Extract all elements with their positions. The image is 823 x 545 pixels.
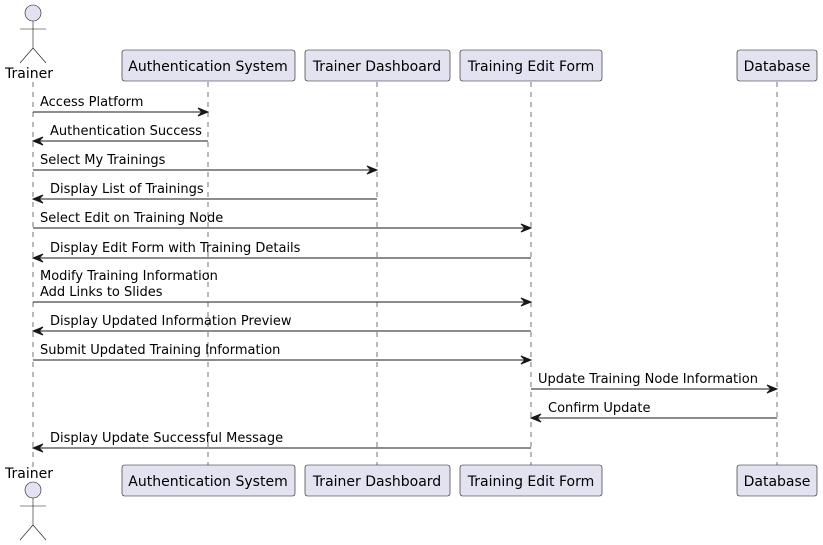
arrow-head-icon: [520, 297, 533, 307]
arrow-head-icon: [529, 413, 542, 423]
arrow-head-icon: [31, 326, 44, 336]
message-label: Display Update Successful Message: [50, 431, 283, 446]
lifelines: [32, 82, 778, 468]
message-label: Select Edit on Training Node: [40, 211, 223, 226]
message-label: Confirm Update: [548, 401, 650, 416]
actor-label-top: Trainer: [4, 66, 53, 82]
participant-label: Training Edit Form: [467, 59, 595, 75]
participant-auth-bottom: Authentication System: [121, 464, 296, 497]
arrow-head-icon: [197, 107, 210, 117]
arrow-head-icon: [31, 194, 44, 204]
participant-database-bottom: Database: [736, 464, 818, 497]
arrow-head-icon: [31, 136, 44, 146]
message-6: Display Edit Form with Training Details: [31, 241, 531, 263]
message-label: Access Platform: [40, 95, 143, 110]
actor-label-bottom: Trainer: [4, 466, 53, 482]
participant-dashboard-bottom: Trainer Dashboard: [304, 464, 451, 497]
message-12: Display Update Successful Message: [31, 431, 531, 453]
message-1: Access Platform: [33, 95, 210, 117]
actor-figure-icon: [19, 4, 47, 64]
message-9: Submit Updated Training Information: [33, 343, 533, 365]
message-label: Submit Updated Training Information: [40, 343, 280, 358]
participant-label: Database: [744, 474, 811, 490]
participant-label: Database: [744, 59, 811, 75]
message-10: Update Training Node Information: [531, 372, 779, 394]
message-label: Modify Training Information: [40, 269, 218, 284]
participant-database-top: Database: [736, 49, 818, 82]
arrow-head-icon: [520, 355, 533, 365]
message-label: Display Updated Information Preview: [50, 314, 292, 329]
arrow-head-icon: [31, 443, 44, 453]
message-5: Select Edit on Training Node: [33, 211, 533, 233]
participant-auth-top: Authentication System: [121, 49, 296, 82]
message-8: Display Updated Information Preview: [31, 314, 531, 336]
message-label: Display List of Trainings: [50, 182, 204, 197]
participant-editform-bottom: Training Edit Form: [459, 464, 603, 497]
message-label: Add Links to Slides: [40, 285, 163, 300]
message-label: Authentication Success: [50, 124, 202, 139]
arrow-head-icon: [31, 253, 44, 263]
participant-label: Trainer Dashboard: [312, 474, 441, 490]
actor-figure-icon: [19, 481, 47, 541]
actor-trainer-bottom: Trainer: [4, 466, 53, 541]
message-2: Authentication Success: [31, 124, 208, 146]
message-label: Display Edit Form with Training Details: [50, 241, 301, 256]
participant-label: Authentication System: [128, 59, 287, 75]
message-label: Update Training Node Information: [538, 372, 758, 387]
message-4: Display List of Trainings: [31, 182, 377, 204]
arrow-head-icon: [366, 165, 379, 175]
actor-trainer-top: Trainer: [4, 4, 53, 82]
participant-dashboard-top: Trainer Dashboard: [304, 49, 451, 82]
participant-editform-top: Training Edit Form: [459, 49, 603, 82]
participant-label: Authentication System: [128, 474, 287, 490]
arrow-head-icon: [520, 223, 533, 233]
message-label: Select My Trainings: [40, 153, 166, 168]
participant-label: Trainer Dashboard: [312, 59, 441, 75]
message-11: Confirm Update: [529, 401, 777, 423]
participant-label: Training Edit Form: [467, 474, 595, 490]
arrow-head-icon: [766, 384, 779, 394]
message-3: Select My Trainings: [33, 153, 379, 175]
